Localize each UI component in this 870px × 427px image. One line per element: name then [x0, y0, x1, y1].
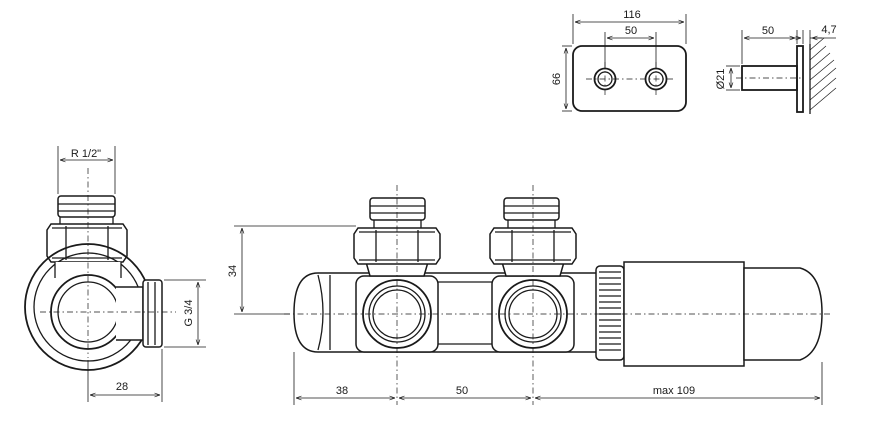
- sleeve-diameter-label: Ø21: [715, 69, 727, 90]
- valve-side-view: R 1/2" G 3/4 28: [24, 146, 206, 402]
- front-hex-nut-right: [489, 227, 577, 265]
- front-main-body: [293, 272, 626, 353]
- side-outlet: [116, 286, 144, 341]
- side-offset-label: 28: [116, 381, 128, 393]
- sleeve-length-label: 50: [762, 25, 774, 37]
- rosette-height-label: 66: [551, 73, 563, 85]
- rosette-view: 116 50 66: [551, 9, 687, 112]
- front-first-label: 38: [336, 385, 348, 397]
- front-hex-nut-left: [353, 227, 441, 265]
- rosette-thickness-label: 4,7: [821, 24, 836, 36]
- wall-hatch: [809, 37, 837, 111]
- front-cap-right: [503, 197, 560, 221]
- rosette-width-label: 116: [623, 9, 641, 21]
- front-spacing-label: 50: [456, 385, 468, 397]
- outlet-thread-label: G 3/4: [183, 300, 195, 327]
- side-hex-nut: [46, 223, 128, 263]
- rosette-spacing-label: 50: [625, 25, 637, 37]
- knurl-lines: [599, 271, 621, 351]
- rosette-plate: [572, 45, 687, 112]
- nut-height-label: 34: [227, 265, 239, 277]
- front-max-label: max 109: [653, 385, 695, 397]
- pipe-thread-label: R 1/2": [71, 148, 101, 160]
- thermostatic-head-cap: [743, 267, 823, 361]
- side-outlet-thread: [142, 279, 163, 348]
- valve-front-view: 34 38 50 max 109: [227, 185, 832, 405]
- thermostatic-head: [623, 261, 745, 367]
- sleeve-rosette-edge: [796, 45, 804, 113]
- pipe-connector-cap: [57, 195, 116, 218]
- knurled-ring: [595, 265, 625, 361]
- front-cap-left: [369, 197, 426, 221]
- sleeve-side-view: 50 4,7 Ø21: [715, 24, 837, 114]
